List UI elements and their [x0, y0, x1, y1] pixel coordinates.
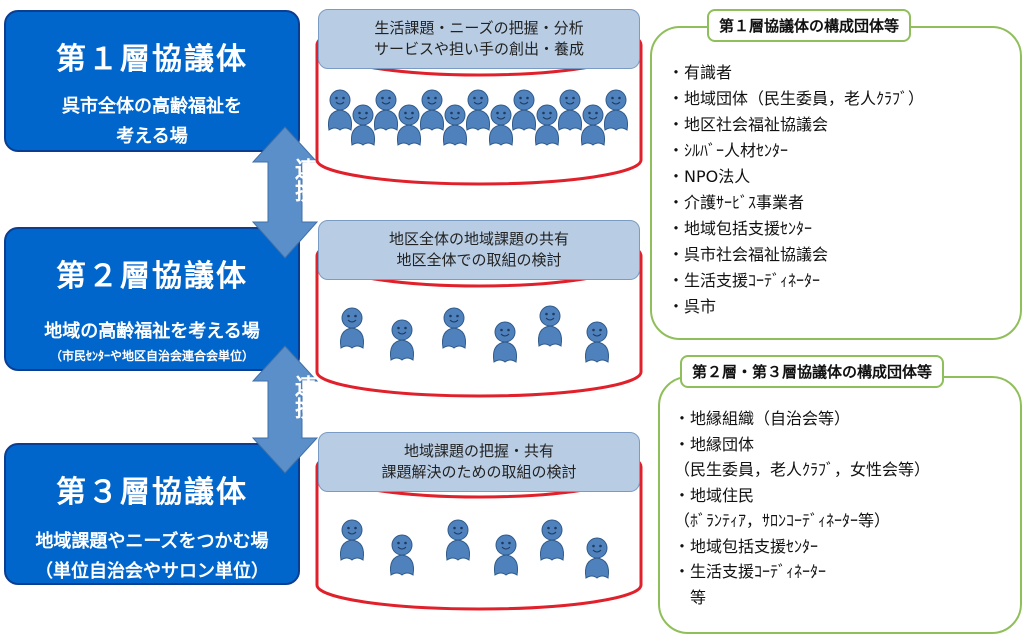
layer1-desc-line1: 呉市全体の高齢福祉を [62, 96, 242, 117]
panel1-item: ・有識者 [668, 63, 733, 82]
person-icon [328, 89, 352, 131]
layer2-title: 第２層協議体 [56, 259, 248, 294]
person-icon [390, 534, 414, 576]
layer3-desc-line1: 地域課題やニーズをつかむ場 [35, 531, 269, 552]
panel2-item: 等 [674, 587, 707, 607]
person-icon [538, 305, 562, 347]
panel1-box: ・有識者・地域団体（民生委員，老人ｸﾗﾌﾞ） ・地区社会福祉協議会・ｼﾙﾊﾞｰ人材… [650, 26, 1022, 340]
cylinder-2-line2: 地区全体での取組の検討 [396, 251, 562, 269]
panel1-item: ・地域団体（民生委員，老人ｸﾗﾌﾞ） [668, 89, 925, 108]
panel2-box: ・地縁組織（自治会等） ・地縁団体 （民生委員，老人ｸﾗﾌﾞ，女性会等） ・地域住民 （… [658, 376, 1022, 634]
panel2-item: ・地域住民 [674, 485, 755, 505]
cylinder-3-line2: 課題解決のための取組の検討 [381, 463, 577, 481]
panel1-item: ・ｼﾙﾊﾞｰ人材ｾﾝﾀｰ [668, 141, 789, 160]
layer2-box: 第２層協議体 地域の高齢福祉を考える場 （市民ｾﾝﾀｰや地区自治会連合会単位） [4, 227, 300, 371]
person-icon [443, 104, 467, 146]
link-arrow-1 [251, 126, 319, 259]
person-icon [466, 89, 490, 131]
link-label-2: 連携 [291, 375, 316, 419]
layer3-box: 第３層協議体 地域課題やニーズをつかむ場 （単位自治会やサロン単位） [4, 443, 300, 585]
cylinder-2-banner: 地区全体の地域課題の共有 地区全体での取組の検討 [318, 220, 640, 280]
person-icon [581, 104, 605, 146]
person-icon [442, 307, 466, 349]
layer3-desc-line2: （単位自治会やサロン単位） [35, 561, 269, 582]
person-icon [585, 321, 609, 363]
cylinder-1-banner: 生活課題・ニーズの把握・分析 サービスや担い手の創出・養成 [318, 9, 640, 69]
cylinder-2-line1: 地区全体の地域課題の共有 [388, 230, 569, 248]
person-icon [489, 104, 513, 146]
person-icon [340, 519, 364, 561]
panel1-item: ・呉市社会福祉協議会 [668, 245, 829, 264]
panel1-item: ・呉市 [668, 297, 717, 316]
panel2-item: （民生委員，老人ｸﾗﾌﾞ，女性会等） [674, 460, 931, 479]
panel1-title: 第１層協議体の構成団体等 [707, 9, 912, 42]
person-icon [604, 89, 628, 131]
person-icon [493, 321, 517, 363]
layer1-desc-line2: 考える場 [116, 126, 188, 147]
panel2-item: ・生活支援ｺｰﾃﾞｨﾈｰﾀｰ [674, 562, 827, 581]
panel1-list: ・有識者・地域団体（民生委員，老人ｸﾗﾌﾞ） ・地区社会福祉協議会・ｼﾙﾊﾞｰ人材… [668, 60, 924, 320]
person-icon [390, 319, 414, 361]
panel2-list: ・地縁組織（自治会等） ・地縁団体 （民生委員，老人ｸﾗﾌﾞ，女性会等） ・地域住民 （… [674, 406, 930, 610]
cylinder-3-line1: 地域課題の把握・共有 [403, 442, 554, 460]
person-icon [420, 89, 444, 131]
person-icon [340, 307, 364, 349]
person-icon [374, 89, 398, 131]
cylinder-1-line1: 生活課題・ニーズの把握・分析 [374, 19, 584, 37]
layer3-title: 第３層協議体 [56, 475, 248, 510]
person-icon [558, 89, 582, 131]
layer2-desc-line1: 地域の高齢福祉を考える場 [44, 321, 260, 342]
panel1-item: ・生活支援ｺｰﾃﾞｨﾈｰﾀｰ [668, 271, 821, 290]
panel1-item: ・地区社会福祉協議会 [668, 115, 829, 134]
cylinder-2 [315, 224, 643, 398]
link-arrow-2 [251, 345, 319, 474]
panel2-title: 第２層・第３層協議体の構成団体等 [680, 355, 945, 388]
panel2-item: ・地域包括支援ｾﾝﾀｰ [674, 536, 819, 556]
person-icon [535, 104, 559, 146]
layer1-box: 第１層協議体 呉市全体の高齢福祉を 考える場 [4, 10, 300, 152]
panel1-item: ・地域包括支援ｾﾝﾀｰ [668, 219, 813, 238]
person-icon [585, 537, 609, 579]
person-icon [512, 89, 536, 131]
person-icon [351, 104, 375, 146]
panel1-item: ・介護ｻｰﾋﾞｽ事業者 [668, 193, 805, 212]
people-group [328, 89, 628, 579]
cylinder-3-banner: 地域課題の把握・共有 課題解決のための取組の検討 [318, 432, 640, 492]
cylinder-1-line2: サービスや担い手の創出・養成 [373, 40, 584, 58]
panel1-item: ・NPO法人 [668, 167, 751, 186]
layer2-sub: （市民ｾﾝﾀｰや地区自治会連合会単位） [49, 349, 254, 363]
link-label-1: 連携 [291, 158, 316, 202]
panel2-item: （ﾎﾞﾗﾝﾃｨｱ，ｻﾛﾝｺｰﾃﾞｨﾈｰﾀｰ等） [674, 511, 891, 530]
person-icon [494, 534, 518, 576]
person-icon [446, 519, 470, 561]
person-icon [397, 104, 421, 146]
panel2-item: ・地縁組織（自治会等） [674, 409, 851, 428]
layer1-title: 第１層協議体 [56, 42, 248, 77]
panel2-item: ・地縁団体 [674, 434, 755, 454]
person-icon [540, 519, 564, 561]
